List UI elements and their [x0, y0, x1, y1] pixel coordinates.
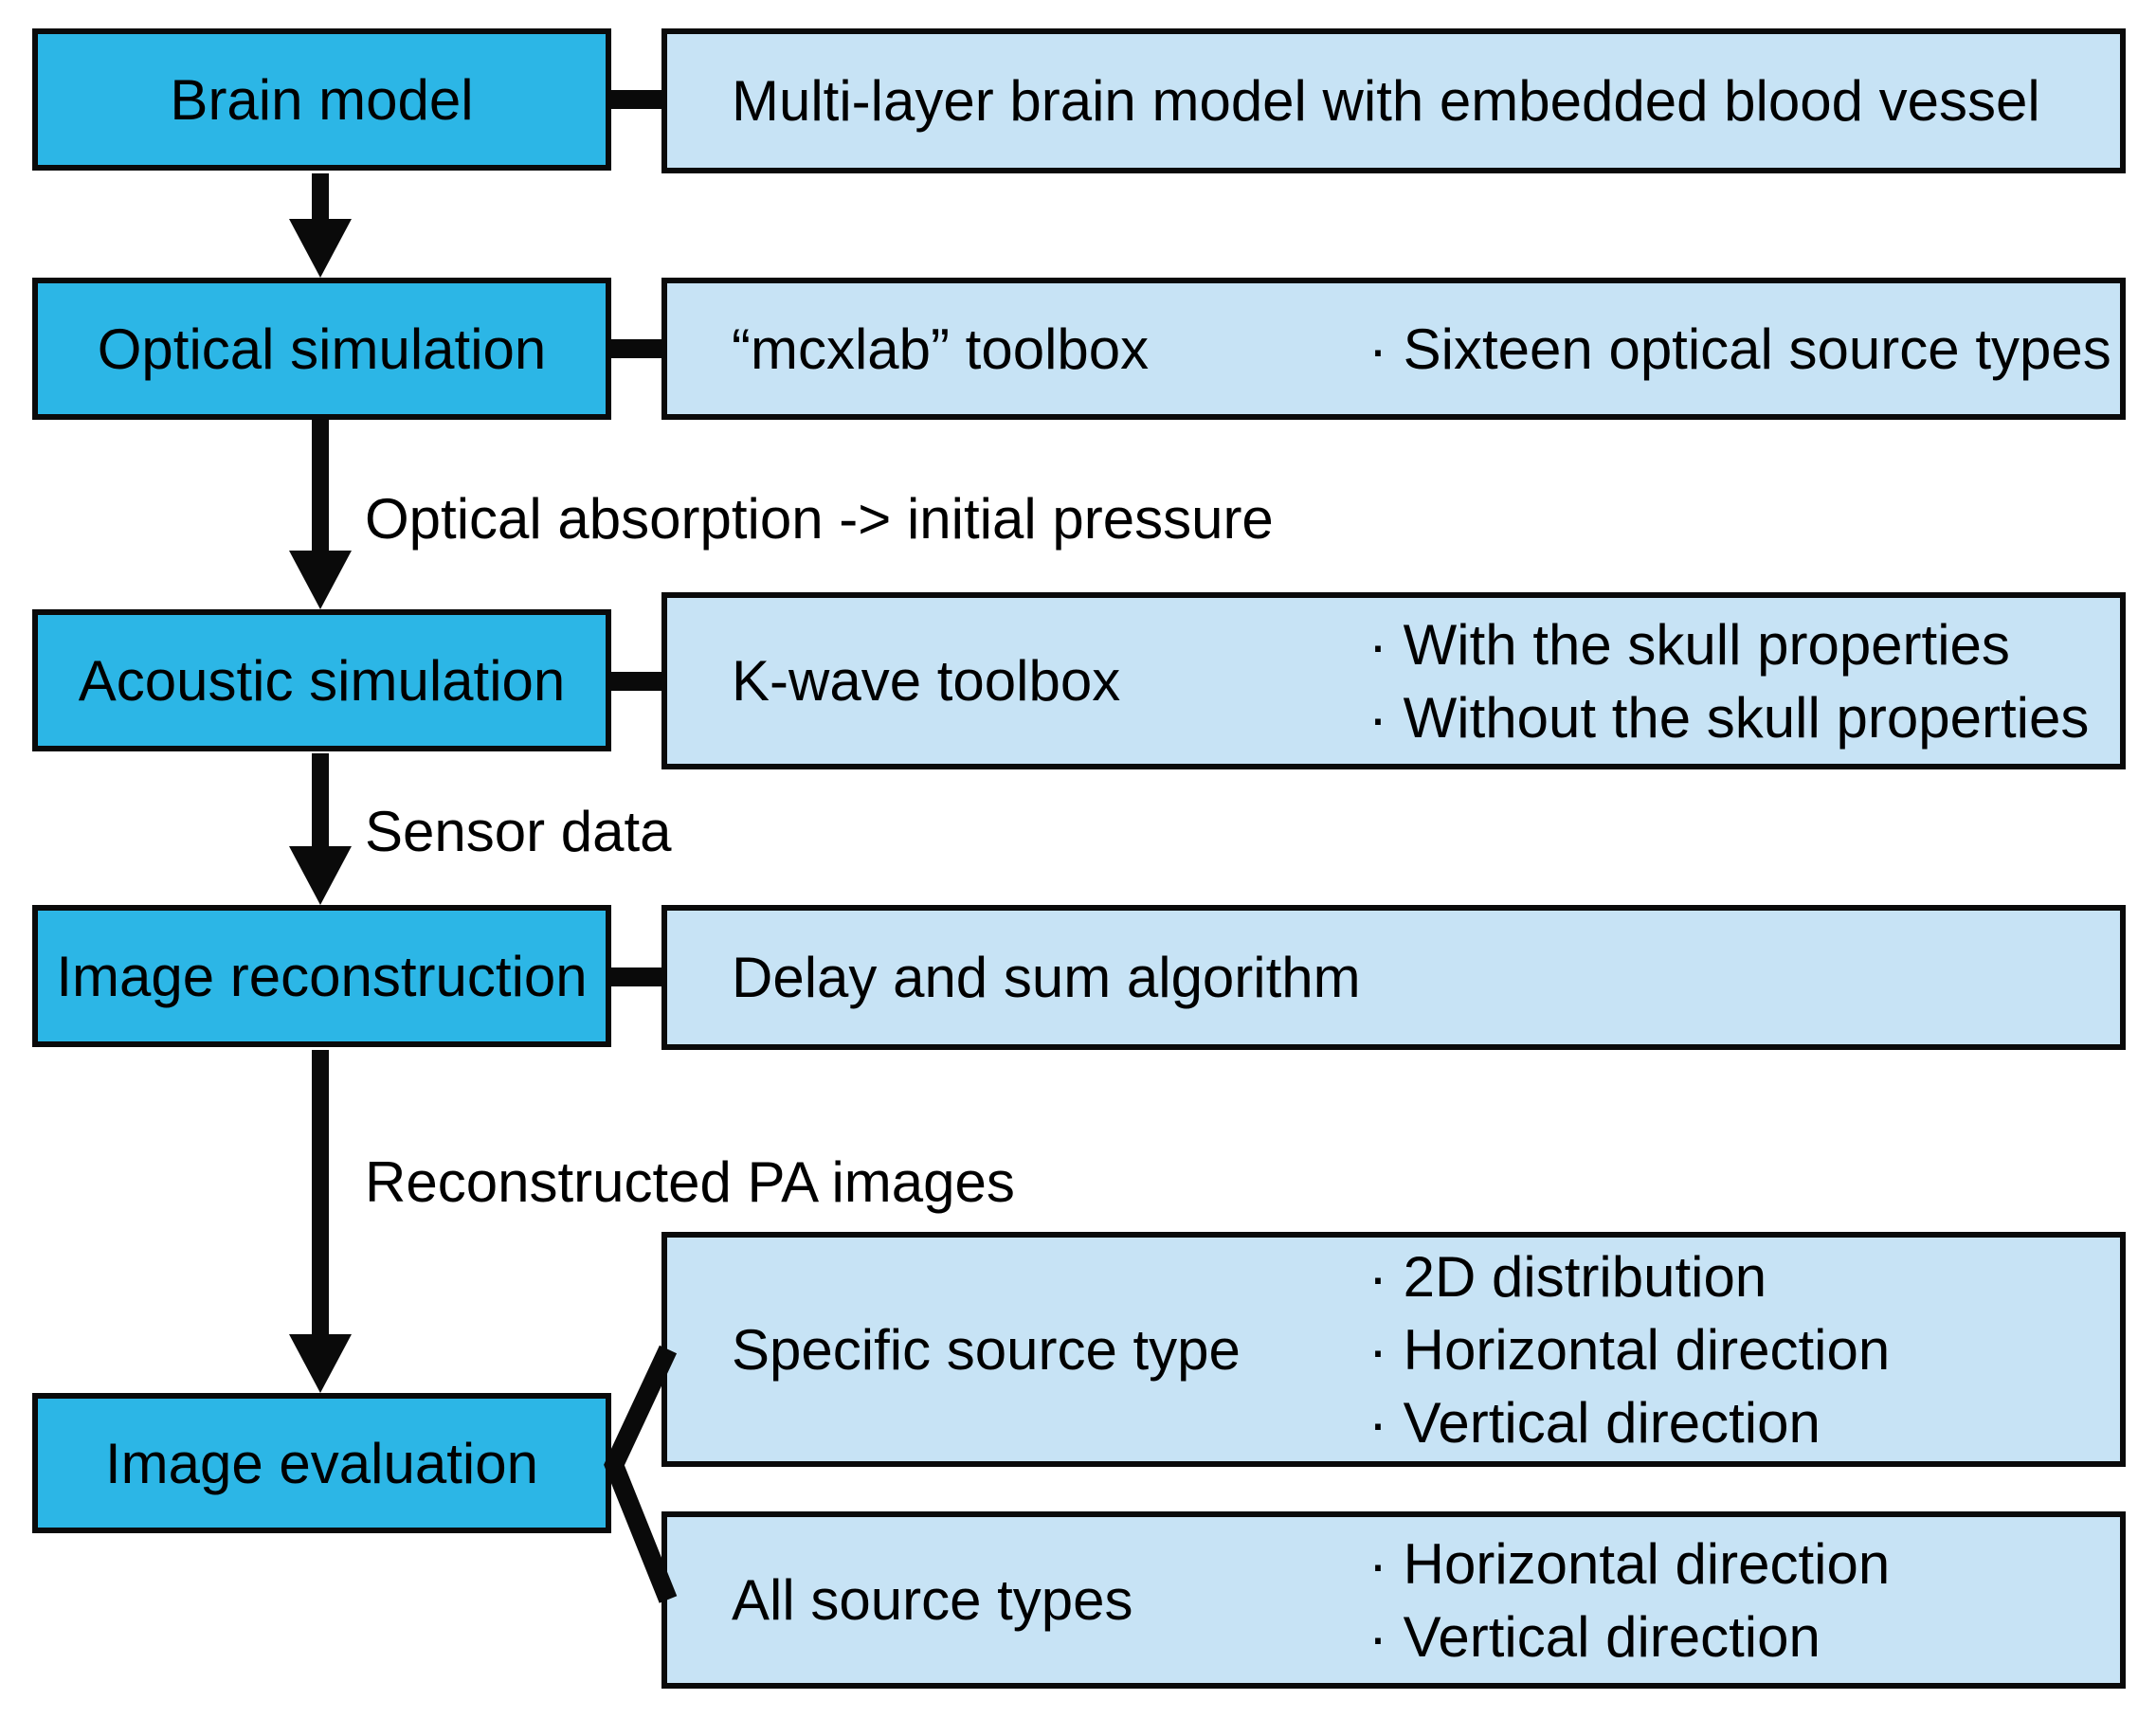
arrow-down-head-icon [289, 846, 352, 905]
detail-acoustic-simulation: K-wave toolbox · With the skull properti… [661, 592, 2126, 769]
arrow-down-head-icon [289, 551, 352, 609]
connector-optical-simulation [607, 339, 665, 358]
detail-specific-source-type-text: Specific source type [732, 1317, 1241, 1382]
bullet-item: · Sixteen optical source types [1368, 316, 2111, 381]
detail-specific-source-type: Specific source type · 2D distribution ·… [661, 1232, 2126, 1467]
branch-connector-lines [604, 1345, 678, 1603]
stage-image-evaluation: Image evaluation [32, 1393, 611, 1533]
flow-label-sensor-data: Sensor data [365, 800, 672, 863]
connector-image-reconstruction [607, 967, 665, 986]
arrow-down-head-icon [289, 219, 352, 278]
detail-optical-simulation: “mcxlab” toolbox · Sixteen optical sourc… [661, 278, 2126, 420]
flow-label-reconstructed-pa-images: Reconstructed PA images [365, 1150, 1015, 1214]
flow-label-optical-absorption: Optical absorption -> initial pressure [365, 487, 1274, 551]
stage-acoustic-simulation-label: Acoustic simulation [78, 648, 566, 713]
arrow-shaft-1 [312, 173, 329, 221]
detail-all-source-types-bullets: · Horizontal direction · Vertical direct… [1368, 1517, 1890, 1683]
detail-brain-model: Multi-layer brain model with embedded bl… [661, 28, 2126, 173]
branch-connector [604, 1345, 678, 1603]
detail-image-reconstruction: Delay and sum algorithm [661, 905, 2126, 1050]
connector-acoustic-simulation [607, 672, 665, 691]
stage-acoustic-simulation: Acoustic simulation [32, 609, 611, 751]
detail-acoustic-simulation-bullets: · With the skull properties · Without th… [1368, 598, 2089, 764]
detail-image-reconstruction-text: Delay and sum algorithm [732, 946, 1361, 1009]
bullet-item: · 2D distribution [1368, 1244, 1767, 1309]
detail-all-source-types-text: All source types [732, 1568, 1133, 1632]
stage-image-reconstruction: Image reconstruction [32, 905, 611, 1047]
stage-image-evaluation-label: Image evaluation [105, 1431, 538, 1495]
detail-acoustic-simulation-text: K-wave toolbox [732, 649, 1121, 713]
bullet-item: · With the skull properties [1368, 612, 2010, 677]
bullet-item: · Vertical direction [1368, 1604, 1821, 1669]
connector-brain-model [607, 90, 665, 109]
arrow-down-head-icon [289, 1334, 352, 1393]
stage-brain-model: Brain model [32, 28, 611, 171]
detail-optical-simulation-text: “mcxlab” toolbox [732, 316, 1150, 381]
bullet-item: · Horizontal direction [1368, 1531, 1891, 1596]
detail-all-source-types: All source types · Horizontal direction … [661, 1511, 2126, 1689]
bullet-item: · Without the skull properties [1368, 685, 2090, 750]
arrow-shaft-4 [312, 1050, 329, 1336]
bullet-item: · Horizontal direction [1368, 1317, 1891, 1382]
stage-optical-simulation: Optical simulation [32, 278, 611, 420]
arrow-shaft-3 [312, 753, 329, 848]
detail-specific-source-type-bullets: · 2D distribution · Horizontal direction… [1368, 1238, 1890, 1461]
stage-brain-model-label: Brain model [170, 67, 474, 132]
detail-brain-model-text: Multi-layer brain model with embedded bl… [732, 69, 2040, 133]
stage-optical-simulation-label: Optical simulation [97, 316, 547, 381]
bullet-item: · Vertical direction [1368, 1390, 1821, 1455]
detail-optical-simulation-bullets: · Sixteen optical source types [1368, 283, 2111, 414]
stage-image-reconstruction-label: Image reconstruction [56, 944, 588, 1008]
arrow-shaft-2 [312, 420, 329, 552]
